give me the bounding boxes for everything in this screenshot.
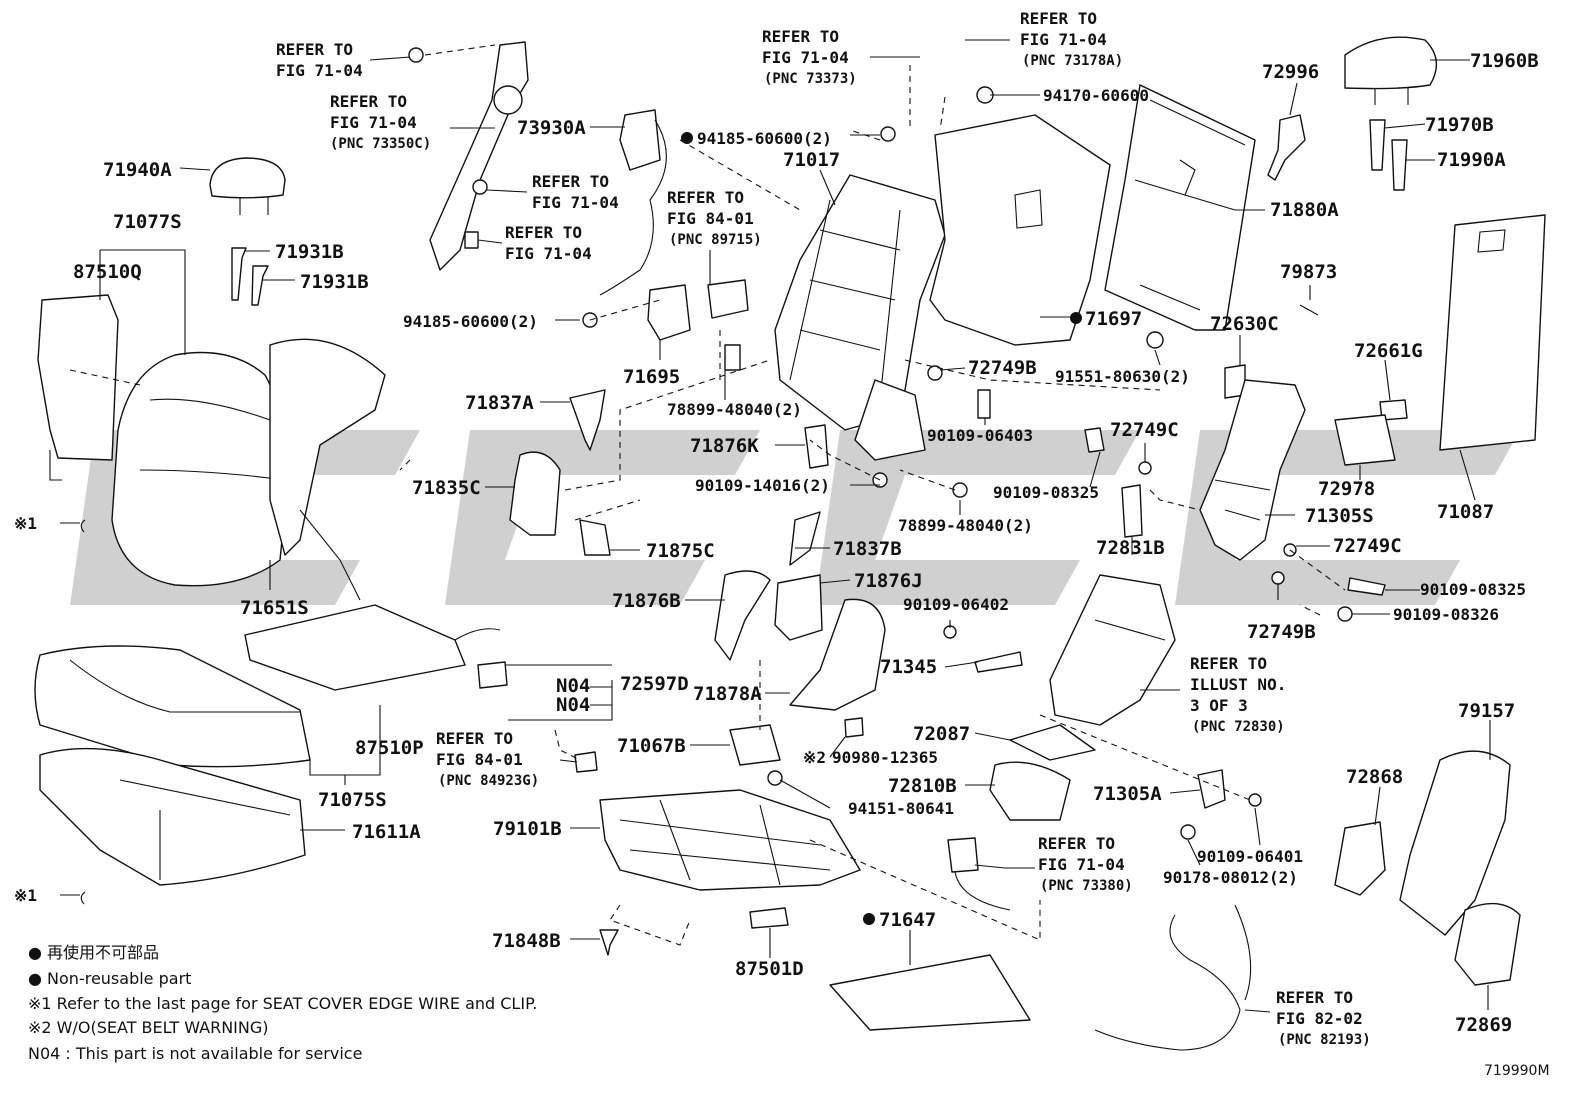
part-label: 90109-06403 — [927, 426, 1033, 445]
part-label: 72749B — [1247, 621, 1316, 643]
part-label: 71876K — [690, 435, 759, 457]
part-label: 71931B — [300, 271, 369, 293]
part-label: 71697 — [1085, 308, 1142, 330]
part-label: ※1 — [14, 886, 37, 905]
part-label: 71876B — [612, 590, 681, 612]
refer-note: REFER TO FIG 71-04 — [532, 172, 619, 212]
non-reusable-dot — [863, 913, 875, 925]
part-label: 71878A — [693, 683, 762, 705]
part-shapes — [34, 36, 1546, 1051]
part-label: 71837B — [833, 538, 902, 560]
part-label: 72831B — [1096, 537, 1165, 559]
part-label: 71695 — [623, 366, 680, 388]
part-label: N04 — [556, 675, 590, 697]
part-label: 90109-08326 — [1393, 605, 1499, 624]
refer-note: REFER TO FIG 71-04 — [505, 223, 592, 263]
part-label: 90109-14016(2) — [695, 476, 830, 495]
refer-note: REFER TO FIG 71-04 (PNC 73380) — [1038, 834, 1134, 894]
part-labels: 71940A 71077S 87510Q 71931B 71931B 71651… — [14, 50, 1539, 1036]
part-label: 94185-60600(2) — [403, 312, 538, 331]
part-label: 71835C — [412, 477, 481, 499]
part-label: 72978 — [1318, 478, 1375, 500]
assembly-lines — [69, 44, 1346, 946]
reference-notes: REFER TO FIG 71-04 REFER TO FIG 71-04 (P… — [276, 9, 1372, 1048]
part-label: 71345 — [880, 656, 937, 678]
refer-note: REFER TO FIG 71-04 (PNC 73178A) — [1020, 9, 1123, 69]
part-label: 87510Q — [73, 261, 142, 283]
part-label: 71075S — [318, 789, 387, 811]
part-label: 94170-60600 — [1043, 86, 1149, 105]
part-label: 72630C — [1210, 313, 1279, 335]
legend-line: ※2 W/O(SEAT BELT WARNING) — [28, 1018, 269, 1037]
part-label: 72661G — [1354, 340, 1423, 362]
part-label: 72749C — [1110, 419, 1179, 441]
part-label: 79157 — [1458, 700, 1515, 722]
refer-note: REFER TO FIG 84-01 (PNC 89715) — [667, 188, 763, 248]
diagram-code: 719990M — [1484, 1063, 1550, 1079]
part-label: ※1 — [14, 514, 37, 533]
part-label: 71875C — [646, 540, 715, 562]
part-label: 90109-08325 — [993, 483, 1099, 502]
part-label: 90178-08012(2) — [1163, 868, 1298, 887]
part-label: 78899-48040(2) — [667, 400, 802, 419]
part-label: 87501D — [735, 958, 804, 980]
part-label: 71305S — [1305, 505, 1374, 527]
part-label: 72749B — [968, 357, 1037, 379]
legend-line: ※1 Refer to the last page for SEAT COVER… — [28, 994, 537, 1013]
part-label: 79101B — [493, 818, 562, 840]
part-label: ※2 — [803, 748, 826, 767]
part-label: 94151-80641 — [848, 799, 954, 818]
legend: ● 再使用不可部品 ● Non-reusable part ※1 Refer t… — [28, 943, 537, 1063]
part-label: 71931B — [275, 241, 344, 263]
non-reusable-dot — [681, 132, 693, 144]
part-label: 71087 — [1437, 501, 1494, 523]
non-reusable-dot — [1070, 312, 1082, 324]
part-label: 72996 — [1262, 61, 1319, 83]
part-label: 78899-48040(2) — [898, 516, 1033, 535]
refer-note: REFER TO FIG 71-04 (PNC 73373) — [762, 27, 858, 87]
part-label: 72868 — [1346, 766, 1403, 788]
refer-note: REFER TO ILLUST NO. 3 OF 3 (PNC 72830) — [1190, 654, 1296, 735]
part-label: 71067B — [617, 735, 686, 757]
part-label: 73930A — [517, 117, 586, 139]
part-label: 72810B — [888, 775, 957, 797]
part-label: 71305A — [1093, 783, 1162, 805]
part-label: 71651S — [240, 597, 309, 619]
part-label: 71876J — [854, 570, 923, 592]
part-label: 71990A — [1437, 149, 1506, 171]
part-label: 90109-06401 — [1197, 847, 1303, 866]
refer-note: REFER TO FIG 71-04 — [276, 40, 363, 80]
part-label: 71970B — [1425, 114, 1494, 136]
refer-note: REFER TO FIG 71-04 (PNC 73350C) — [330, 92, 431, 152]
refer-note: REFER TO FIG 82-02 (PNC 82193) — [1276, 988, 1372, 1048]
legend-line: ● 再使用不可部品 — [28, 943, 159, 962]
part-label: 94185-60600(2) — [697, 129, 832, 148]
refer-note: REFER TO FIG 84-01 (PNC 84923G) — [436, 729, 539, 789]
legend-line: N04 : This part is not available for ser… — [28, 1044, 362, 1063]
part-label: 71960B — [1470, 50, 1539, 72]
part-label: 90109-08325 — [1420, 580, 1526, 599]
part-label: 72869 — [1455, 1014, 1512, 1036]
part-label: 71611A — [352, 821, 421, 843]
leader-lines — [60, 39, 1491, 1013]
part-label: 71880A — [1270, 199, 1339, 221]
part-label: N04 — [556, 694, 590, 716]
part-label: 87510P — [355, 737, 424, 759]
part-label: 71077S — [113, 211, 182, 233]
part-label: 71837A — [465, 392, 534, 414]
part-label: 71647 — [879, 909, 936, 931]
part-label: 72597D — [620, 673, 689, 695]
part-label: 79873 — [1280, 261, 1337, 283]
legend-line: ● Non-reusable part — [28, 969, 191, 988]
part-label: 72749C — [1333, 535, 1402, 557]
part-label: 72087 — [913, 723, 970, 745]
part-label: 71017 — [783, 149, 840, 171]
part-label: 90109-06402 — [903, 595, 1009, 614]
part-label: 71940A — [103, 159, 172, 181]
part-label: 90980-12365 — [832, 748, 938, 767]
part-label: 71848B — [492, 930, 561, 952]
part-label: 91551-80630(2) — [1055, 367, 1190, 386]
